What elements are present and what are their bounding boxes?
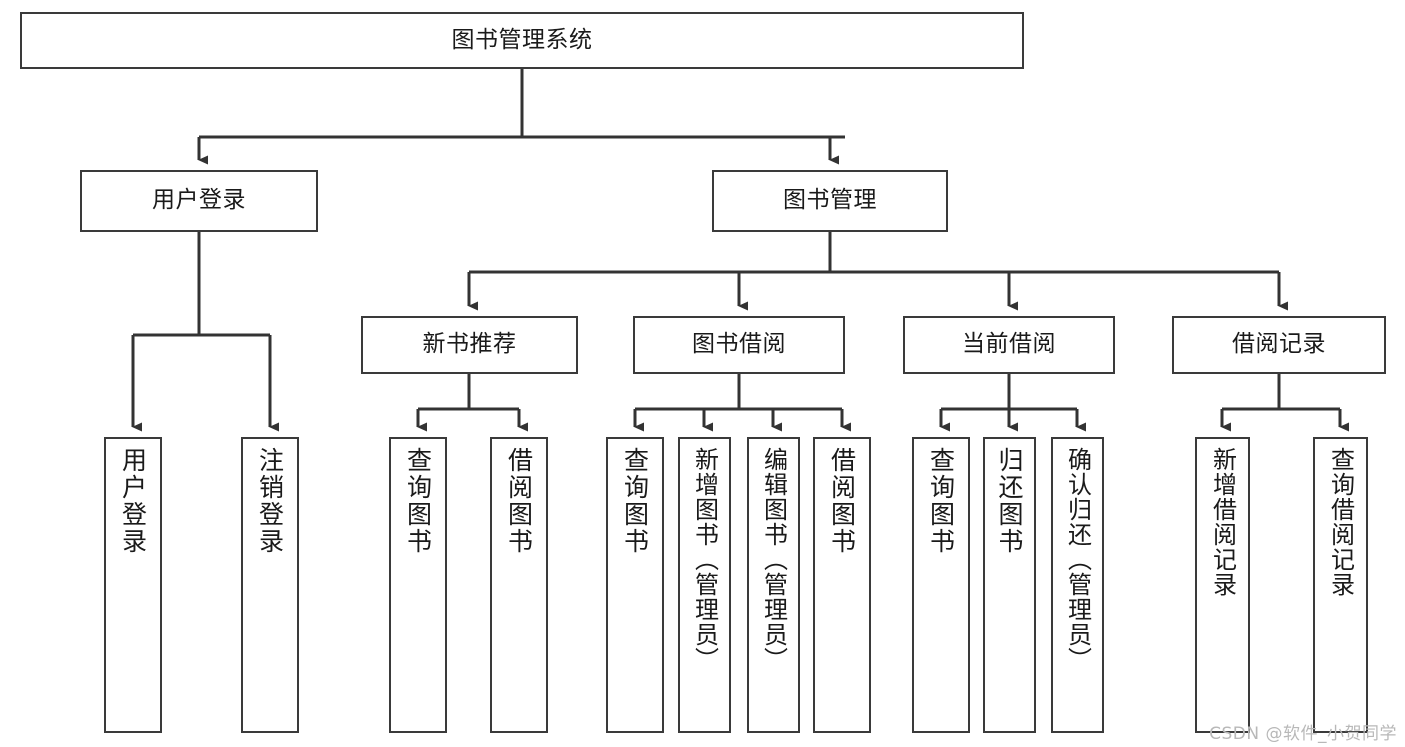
node-borrow-record[interactable]: 借阅记录 [1172,316,1386,374]
leaf-query-book-borrow[interactable]: 查询图书 [606,437,664,733]
node-label: 编辑图书（管理员） [759,447,788,672]
node-current-borrow[interactable]: 当前借阅 [903,316,1115,374]
node-label: 查询图书 [403,447,433,555]
watermark-text: CSDN @软件_小贺同学 [1209,724,1397,744]
node-label: 查询借阅记录 [1326,447,1355,597]
leaf-confirm-return-admin[interactable]: 确认归还（管理员） [1051,437,1104,733]
leaf-return-book[interactable]: 归还图书 [983,437,1036,733]
leaf-query-book-current[interactable]: 查询图书 [912,437,970,733]
node-label: 借阅记录 [1232,331,1326,358]
node-label: 归还图书 [995,447,1024,555]
node-book-management[interactable]: 图书管理 [712,170,948,232]
leaf-query-book-recommend[interactable]: 查询图书 [389,437,447,733]
node-book-borrow[interactable]: 图书借阅 [633,316,845,374]
node-label: 当前借阅 [962,331,1056,358]
leaf-add-borrow-record[interactable]: 新增借阅记录 [1195,437,1250,733]
leaf-borrow-book-recommend[interactable]: 借阅图书 [490,437,548,733]
node-label: 新书推荐 [422,331,517,358]
node-label: 图书借阅 [692,331,786,358]
leaf-add-book-admin[interactable]: 新增图书（管理员） [678,437,731,733]
node-label: 查询图书 [620,447,650,555]
node-label: 用户登录 [152,187,246,214]
node-label: 注销登录 [255,447,285,555]
leaf-edit-book-admin[interactable]: 编辑图书（管理员） [747,437,800,733]
node-new-book-recommend[interactable]: 新书推荐 [361,316,578,374]
leaf-user-login[interactable]: 用户登录 [104,437,162,733]
leaf-borrow-book[interactable]: 借阅图书 [813,437,871,733]
node-label: 借阅图书 [504,447,534,555]
node-label: 查询图书 [926,447,956,555]
node-label: 借阅图书 [827,447,857,555]
node-root-system[interactable]: 图书管理系统 [20,12,1024,69]
node-label: 图书管理系统 [451,26,593,53]
leaf-logout[interactable]: 注销登录 [241,437,299,733]
leaf-query-borrow-record[interactable]: 查询借阅记录 [1313,437,1368,733]
node-label: 图书管理 [783,187,877,214]
node-user-login[interactable]: 用户登录 [80,170,318,232]
node-label: 用户登录 [118,447,148,555]
node-label: 新增借阅记录 [1208,447,1237,597]
node-label: 新增图书（管理员） [690,447,719,672]
node-label: 确认归还（管理员） [1063,447,1092,672]
